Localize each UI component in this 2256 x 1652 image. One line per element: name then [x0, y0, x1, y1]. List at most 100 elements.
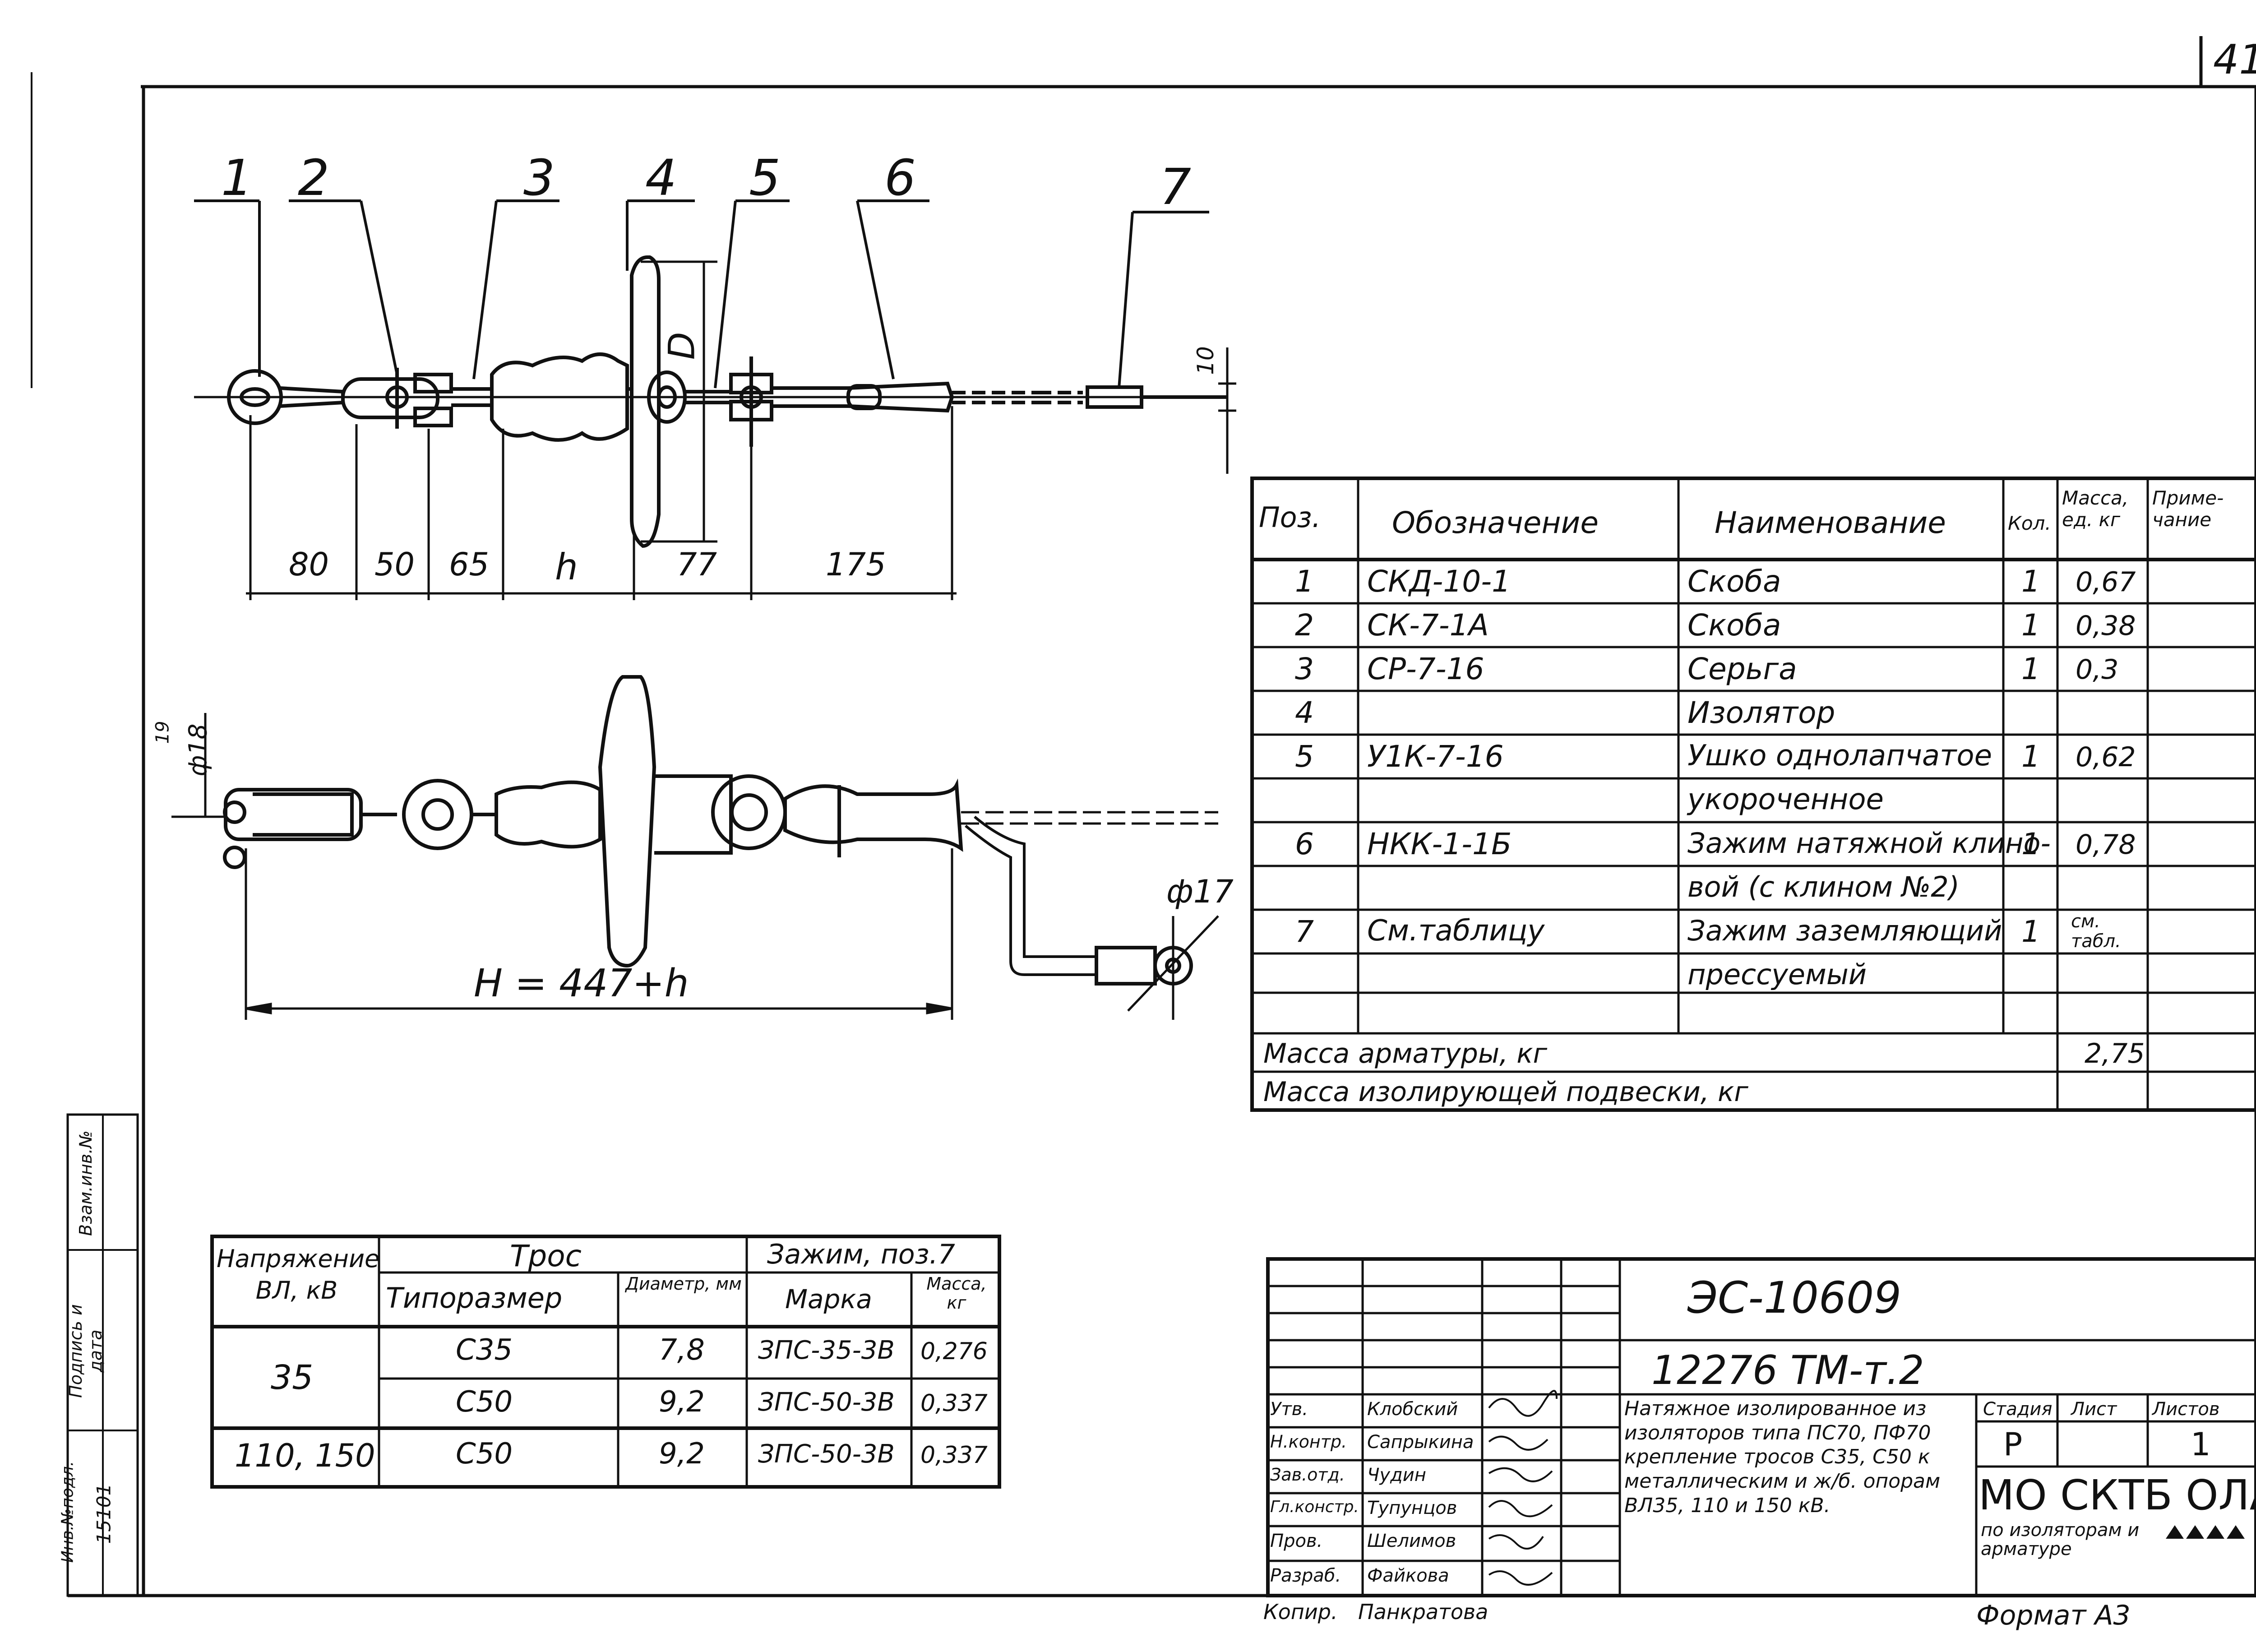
vt-header-voltage: Напряжение ВЛ, кВ — [217, 1245, 380, 1305]
dim-19: 19 — [152, 721, 173, 744]
side-stamp-signature-date: Подпись и дата — [66, 1304, 106, 1398]
org-logo-marks — [2166, 1525, 2245, 1539]
spec-pos: 2 — [1295, 608, 1314, 643]
spec-designation: СКД-10-1 — [1367, 564, 1511, 599]
spec-name: Изолятор — [1687, 695, 1835, 730]
dim-175: 175 — [826, 546, 886, 583]
spec-qty: 1 — [2021, 564, 2040, 599]
vt-brand: ЗПС-35-3В — [758, 1336, 895, 1365]
sheet-label: Лист — [2071, 1399, 2117, 1420]
title-block-grid — [1266, 1257, 2256, 1597]
sig-role: Разраб. — [1270, 1565, 1341, 1586]
spec-name: прессуемый — [1687, 958, 1867, 991]
spec-name: Серьга — [1687, 652, 1797, 686]
dim-h: h — [555, 546, 578, 588]
vt-diam: 9,2 — [659, 1385, 705, 1419]
spec-qty: 1 — [2021, 914, 2040, 949]
spec-header-pos: Поз. — [1259, 501, 1321, 534]
sheets-label: Листов — [2152, 1399, 2220, 1420]
vt-size: С35 — [456, 1333, 513, 1367]
dim-diameter: D — [661, 332, 703, 360]
spec-mass: 0,78 — [2076, 829, 2136, 861]
copied-name: Панкратова — [1358, 1600, 1489, 1624]
spec-designation: См.таблицу — [1367, 914, 1545, 948]
spec-designation: НКК-1-1Б — [1367, 827, 1512, 861]
dim-65: 65 — [449, 546, 490, 583]
spec-header-designation: Обозначение — [1392, 505, 1599, 540]
assembly-top-view — [194, 199, 1236, 600]
vt-header-mass: Масса, кг — [926, 1274, 987, 1313]
vt-diam: 7,8 — [659, 1333, 705, 1367]
sig-role: Зав.отд. — [1270, 1465, 1345, 1485]
sheet-number: 41 — [2213, 36, 2256, 83]
spec-designation: СК-7-1А — [1367, 608, 1489, 643]
side-stamp-inv-orig: Инв.№подл. — [58, 1461, 77, 1563]
spec-mass: 0,62 — [2076, 741, 2136, 773]
spec-header-mass: Масса, ед. кг — [2062, 487, 2129, 531]
doc-code: ЭС-10609 — [1687, 1273, 1902, 1323]
callout-4: 4 — [645, 149, 677, 207]
spec-name: Зажим натяжной клино- — [1687, 827, 2051, 860]
spec-header-name: Наименование — [1715, 505, 1946, 540]
dim-77: 77 — [677, 546, 717, 583]
dim-total-h: H = 447+h — [474, 961, 689, 1006]
sig-role: Н.контр. — [1270, 1432, 1347, 1452]
spec-pos: 5 — [1295, 739, 1314, 774]
callout-6: 6 — [884, 149, 916, 207]
copied-label: Копир. — [1263, 1600, 1338, 1624]
vt-header-diam: Диаметр, мм — [625, 1274, 742, 1294]
spec-mass: см. табл. — [2071, 911, 2121, 952]
spec-designation: СР-7-16 — [1367, 652, 1484, 686]
vt-brand: ЗПС-50-3В — [758, 1439, 895, 1469]
sig-name: Чудин — [1367, 1465, 1426, 1485]
vt-diam: 9,2 — [659, 1437, 705, 1471]
spec-name: Ушко однолапчатое — [1687, 739, 1992, 773]
spec-pos: 6 — [1295, 827, 1314, 861]
sig-name: Шелимов — [1367, 1531, 1456, 1551]
spec-name: вой (с клином №2) — [1687, 870, 1960, 903]
spec-name: Зажим заземляющий — [1687, 914, 2002, 947]
sig-name: Тупунцов — [1367, 1498, 1457, 1518]
spec-total-fittings-label: Масса арматуры, кг — [1263, 1038, 1548, 1069]
spec-name: Скоба — [1687, 608, 1781, 643]
voltage-table-grid — [210, 1235, 1001, 1489]
vt-brand: ЗПС-50-3В — [758, 1388, 895, 1417]
spec-pos: 7 — [1295, 914, 1314, 949]
sig-role: Гл.констр. — [1270, 1498, 1359, 1516]
dim-50: 50 — [374, 546, 415, 583]
spec-mass: 0,67 — [2076, 566, 2136, 598]
callout-3: 3 — [523, 149, 555, 207]
dim-cable: 10 — [1192, 346, 1219, 375]
vt-size: С50 — [456, 1385, 513, 1419]
spec-designation: У1К-7-16 — [1367, 739, 1504, 774]
dim-80: 80 — [289, 546, 329, 583]
spec-qty: 1 — [2021, 652, 2040, 686]
spec-mass: 0,3 — [2076, 654, 2119, 685]
spec-name: укороченное — [1687, 783, 1884, 816]
sig-name: Файкова — [1367, 1565, 1449, 1586]
spec-name: Скоба — [1687, 564, 1781, 599]
stage-label: Стадия — [1983, 1399, 2053, 1420]
side-stamp-inv-number: 15101 — [92, 1483, 115, 1544]
callout-1: 1 — [221, 149, 253, 207]
sig-name: Сапрыкина — [1367, 1432, 1474, 1453]
sig-name: Клобский — [1367, 1399, 1458, 1420]
vt-header-cable: Трос — [510, 1239, 582, 1273]
assembly-side-view — [171, 675, 1219, 1020]
org-sub: по изоляторам и арматуре — [1981, 1520, 2140, 1559]
format-label: Формат А3 — [1976, 1600, 2131, 1631]
vt-mass: 0,337 — [920, 1390, 988, 1417]
spec-pos: 1 — [1295, 564, 1314, 599]
sheets-value: 1 — [2191, 1426, 2211, 1463]
spec-total-fittings-value: 2,75 — [2085, 1038, 2145, 1069]
spec-qty: 1 — [2021, 608, 2040, 643]
callout-5: 5 — [749, 149, 781, 207]
spec-table-grid — [1250, 477, 2256, 1112]
vt-header-brand: Марка — [785, 1284, 872, 1314]
spec-header-qty: Кол. — [2008, 512, 2051, 534]
spec-header-note: Приме-чание — [2152, 487, 2224, 531]
spec-qty: 1 — [2021, 827, 2040, 861]
spec-total-assembly-label: Масса изолирующей подвески, кг — [1263, 1076, 1748, 1108]
vt-mass: 0,337 — [920, 1442, 988, 1469]
